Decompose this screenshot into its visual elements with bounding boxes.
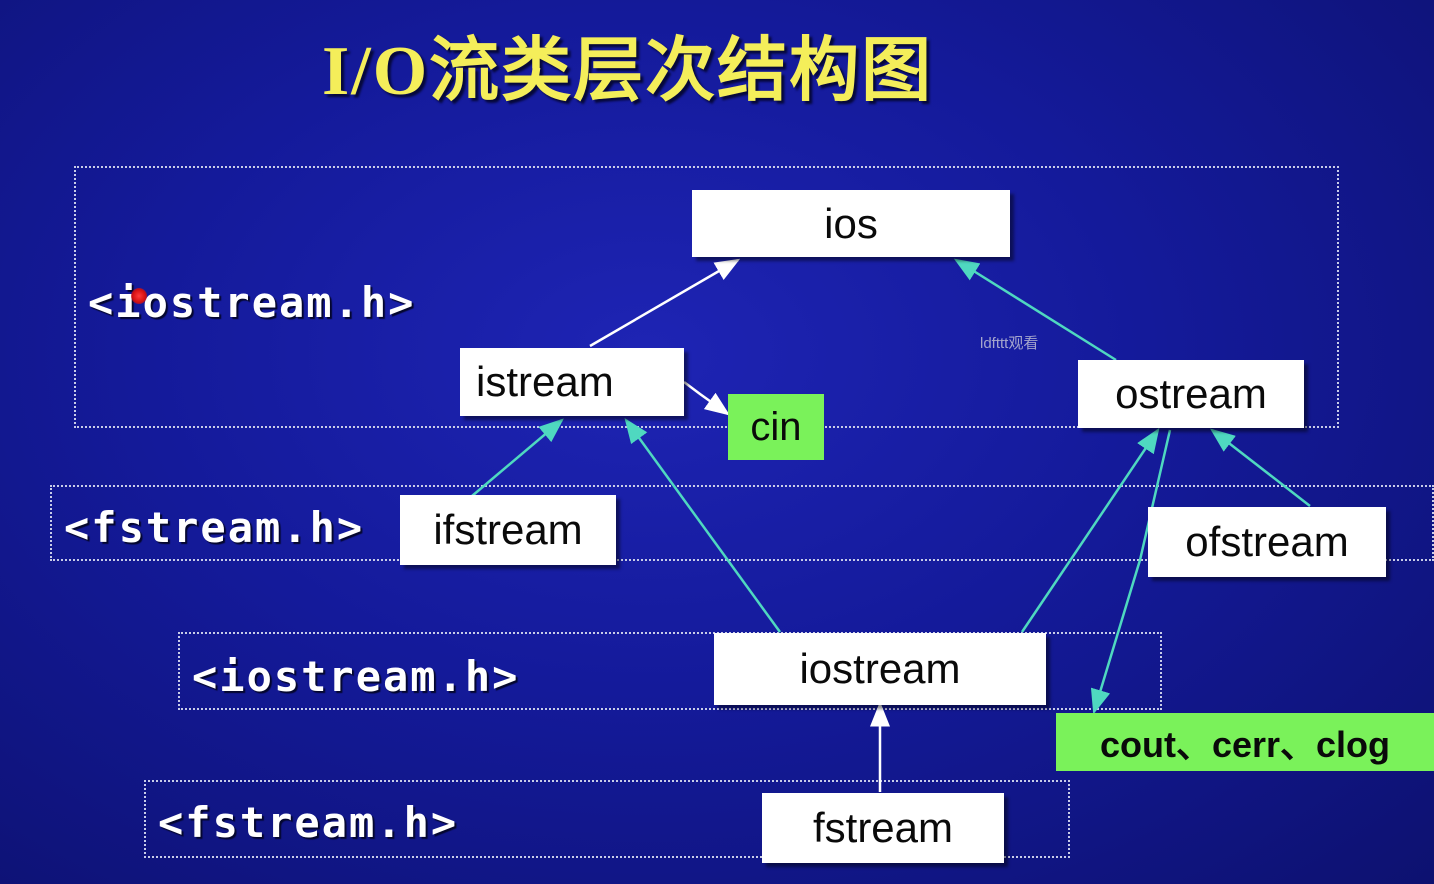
region-iostream-top — [74, 166, 1339, 428]
object-cin: cin — [728, 394, 824, 460]
class-fstream: fstream — [762, 793, 1004, 863]
arrow-iostream-to-ostream — [1020, 427, 1160, 633]
region-fstream-mid — [50, 485, 1434, 561]
cursor-marker — [131, 288, 147, 304]
arrow-ostream-to-cout — [1090, 429, 1172, 715]
region-iostream-mid — [178, 632, 1162, 710]
header-iostream-mid: <iostream.h> — [192, 652, 520, 701]
arrow-ofstream-to-ostream — [1210, 428, 1311, 507]
class-iostream: iostream — [714, 633, 1046, 705]
class-ifstream: ifstream — [400, 495, 616, 565]
arrow-ostream-to-ios — [953, 258, 1117, 362]
class-ostream: ostream — [1078, 360, 1304, 428]
class-ofstream: ofstream — [1148, 507, 1386, 577]
header-fstream-mid: <fstream.h> — [64, 503, 365, 552]
arrow-istream-to-cin — [683, 381, 731, 416]
class-ios: ios — [692, 190, 1010, 257]
diagram-title: I/O流类层次结构图 — [322, 33, 934, 110]
arrow-iostream-to-istream — [624, 417, 782, 633]
watermark-text: ldfttt观看 — [980, 335, 1039, 352]
object-cout-cerr-clog: cout、cerr、clog — [1056, 713, 1434, 771]
arrow-ifstream-to-istream — [471, 418, 564, 497]
header-fstream-bottom: <fstream.h> — [158, 798, 459, 847]
region-fstream-bottom — [144, 780, 1070, 858]
class-istream: istream — [460, 348, 684, 416]
arrow-istream-to-ios — [589, 258, 741, 348]
